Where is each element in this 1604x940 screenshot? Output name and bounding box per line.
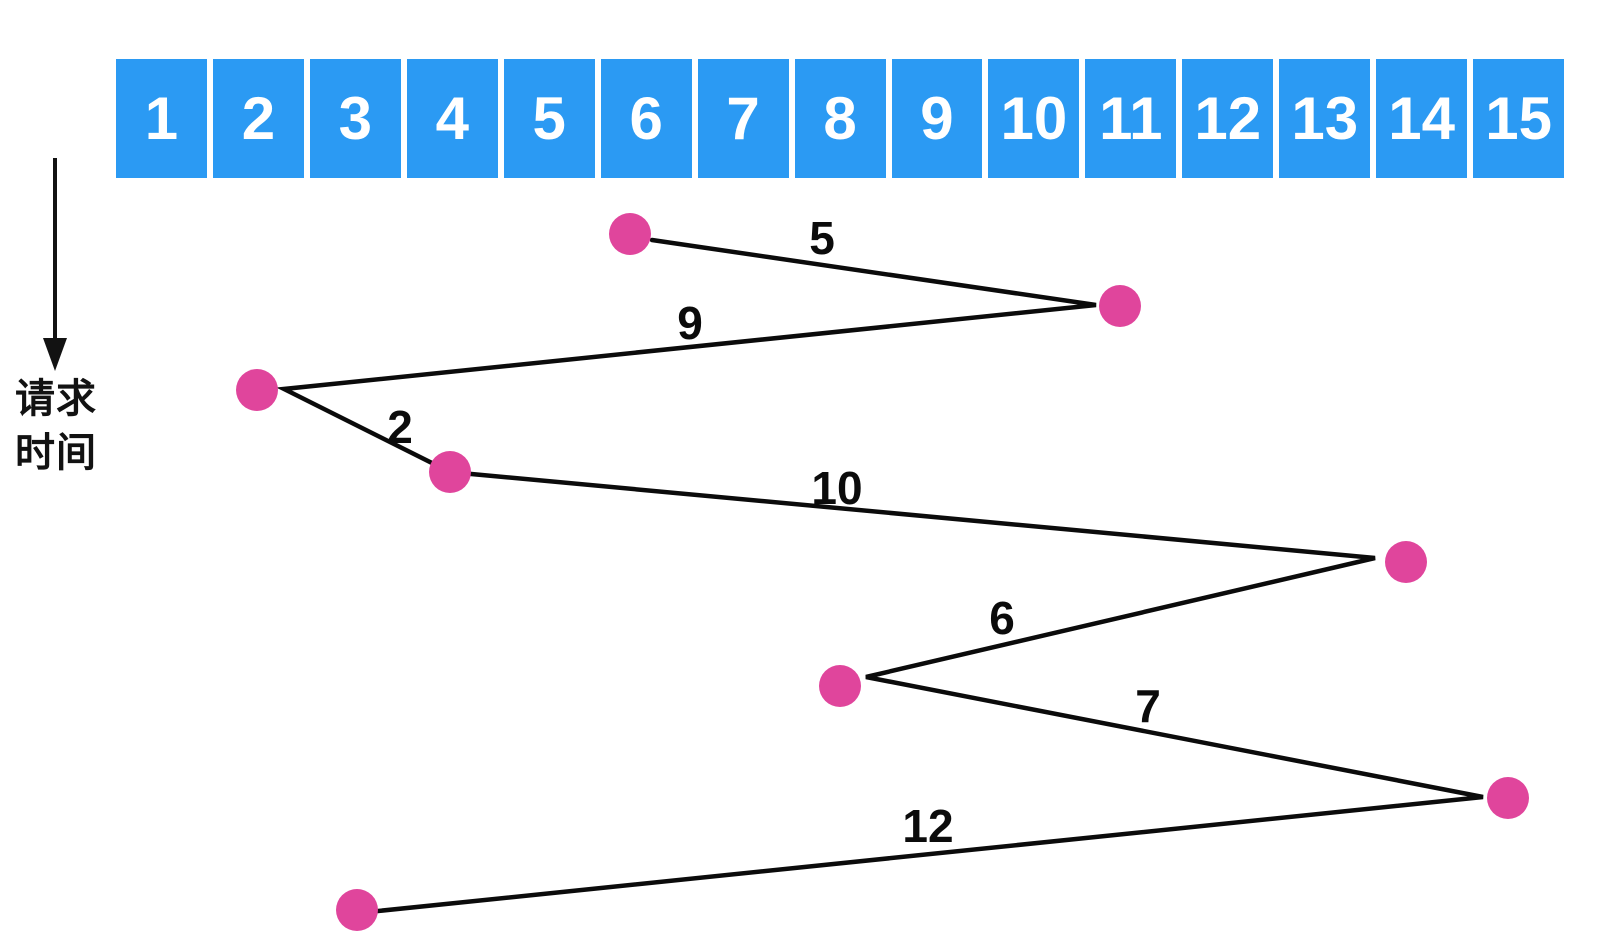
request-dot-8 bbox=[336, 889, 378, 931]
track-cell-4: 4 bbox=[406, 59, 498, 178]
request-dot-7 bbox=[1487, 777, 1529, 819]
seek-distance-label-4: 10 bbox=[811, 462, 862, 514]
track-cell-8: 8 bbox=[794, 59, 886, 178]
seek-distance-label-2: 9 bbox=[677, 297, 703, 349]
request-dot-3 bbox=[236, 369, 278, 411]
track-cell-5: 5 bbox=[503, 59, 595, 178]
request-dot-2 bbox=[1099, 285, 1141, 327]
request-dot-1 bbox=[609, 213, 651, 255]
request-dot-6 bbox=[819, 665, 861, 707]
time-axis-label-line1: 请求 bbox=[15, 377, 97, 421]
seek-distance-label-6: 7 bbox=[1135, 680, 1161, 732]
track-cell-1: 1 bbox=[116, 59, 207, 178]
track-cell-12: 12 bbox=[1182, 59, 1274, 178]
track-cell-15: 15 bbox=[1473, 59, 1565, 178]
seek-distance-label-3: 2 bbox=[387, 401, 413, 453]
track-cell-9: 9 bbox=[891, 59, 983, 178]
time-axis-label: 请求 时间 bbox=[6, 372, 106, 480]
seek-distance-label-1: 5 bbox=[809, 212, 835, 264]
track-cell-3: 3 bbox=[309, 59, 401, 178]
request-dot-4 bbox=[429, 451, 471, 493]
time-axis-label-line2: 时间 bbox=[15, 431, 97, 475]
track-cell-2: 2 bbox=[212, 59, 304, 178]
track-cell-11: 11 bbox=[1085, 59, 1177, 178]
track-cell-7: 7 bbox=[697, 59, 789, 178]
track-cell-10: 10 bbox=[988, 59, 1080, 178]
track-cell-14: 14 bbox=[1376, 59, 1468, 178]
seek-distance-label-7: 12 bbox=[902, 800, 953, 852]
seek-distance-label-5: 6 bbox=[989, 592, 1015, 644]
request-dot-5 bbox=[1385, 541, 1427, 583]
time-arrow-head-icon bbox=[43, 338, 67, 371]
request-path-line bbox=[276, 237, 1484, 914]
track-cell-6: 6 bbox=[600, 59, 692, 178]
track-cell-13: 13 bbox=[1279, 59, 1371, 178]
